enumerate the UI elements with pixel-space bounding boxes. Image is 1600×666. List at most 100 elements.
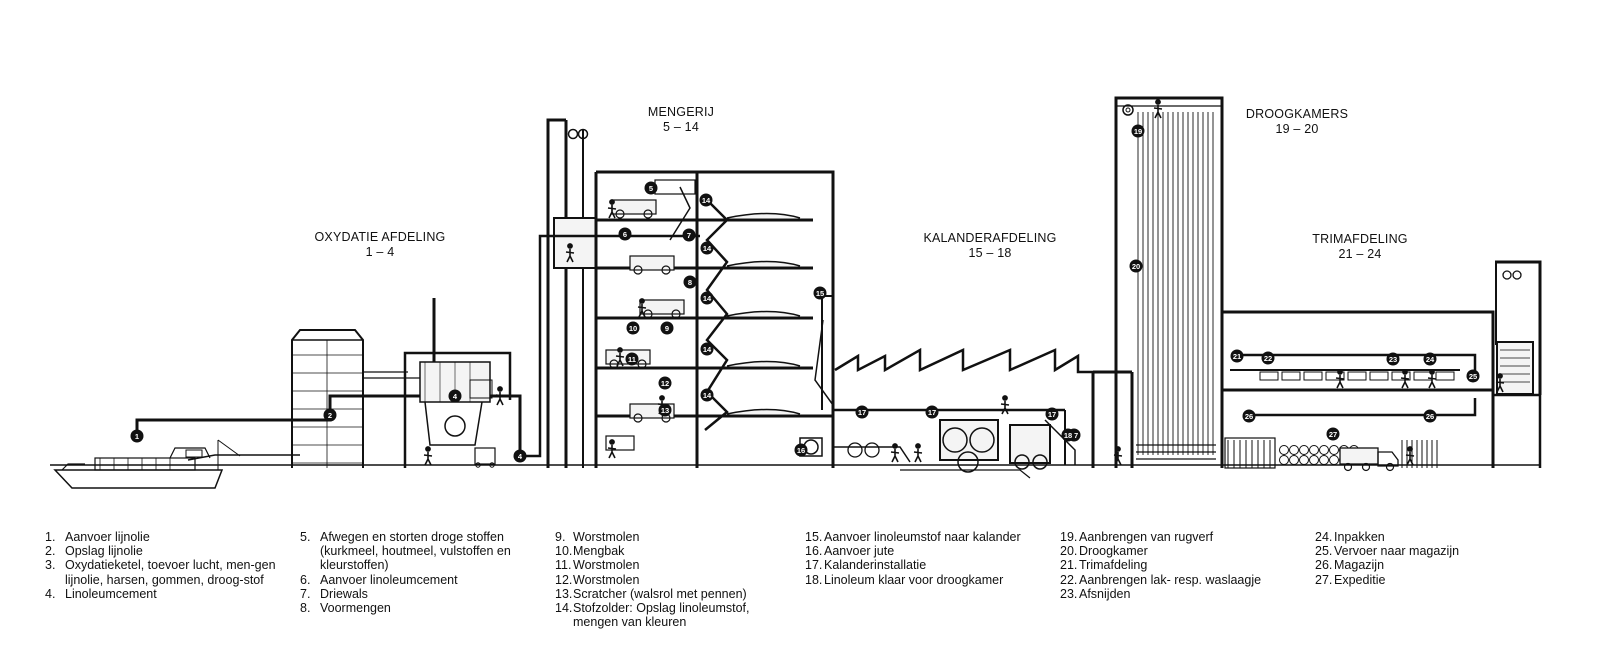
legend-number: 25. — [1315, 544, 1333, 559]
mengerij-outer-wall — [596, 170, 835, 468]
marker-disc — [658, 403, 672, 417]
calander-roll — [969, 427, 995, 453]
marker-disc — [660, 321, 674, 335]
machine — [611, 199, 657, 215]
legend-column-2: 5.Afwegen en storten droge stoffen (kurk… — [300, 530, 535, 615]
marker-disc — [813, 286, 827, 300]
marker-disc — [1242, 409, 1256, 423]
return-rails — [1136, 444, 1216, 460]
factory-cross-section: 1244567891011121314141414141516171717171… — [50, 96, 1542, 489]
legend-number: 7. — [300, 586, 311, 601]
section-name: TRIMAFDELING — [1312, 232, 1408, 246]
step-marker: 14 — [700, 388, 714, 402]
legend-number: 9. — [555, 530, 566, 544]
legend-item: 24.Inpakken — [1315, 530, 1555, 544]
roll — [864, 442, 880, 458]
roll-end — [1329, 445, 1339, 455]
legend-item: 5.Afwegen en storten droge stoffen (kurk… — [300, 530, 535, 573]
legend-number: 11. — [555, 558, 572, 573]
step-marker: 19 — [1131, 124, 1145, 138]
legend-number: 8. — [300, 601, 311, 616]
worker-head — [659, 395, 665, 401]
cart-wheel — [475, 462, 481, 468]
section-name: DROOGKAMERS — [1245, 107, 1349, 121]
legend-text: Linoleumcement — [65, 586, 157, 601]
step-marker: 20 — [1129, 259, 1143, 273]
roller — [637, 359, 647, 369]
section-title-mengerij: MENGERIJ 5 – 14 — [591, 105, 771, 135]
marker-disc — [700, 241, 714, 255]
legend-number: 22. — [1060, 572, 1078, 587]
marker-disc — [323, 408, 337, 422]
legend-item: 8.Voormengen — [300, 601, 535, 615]
lorry-cab — [1377, 451, 1399, 467]
press-wheel — [1032, 454, 1048, 470]
marker-number: 14 — [703, 294, 712, 303]
legend-item: 27.Expeditie — [1315, 573, 1555, 587]
roll-end — [1309, 455, 1319, 465]
worker — [1000, 401, 1010, 415]
worker — [1427, 375, 1437, 389]
marker-number: 22 — [1264, 354, 1272, 363]
marker-disc — [618, 227, 632, 241]
hopper-bin — [654, 179, 696, 195]
legend-text: Aanbrengen lak- resp. waslaagje — [1079, 572, 1262, 587]
step-marker: 15 — [813, 286, 827, 300]
calander-roll — [957, 451, 979, 473]
marker-disc — [1466, 369, 1480, 383]
legend-text: Worstmolen — [573, 558, 640, 573]
section-range: 15 – 18 — [968, 246, 1012, 260]
powder-pile — [726, 212, 801, 219]
legend-text: Worstmolen — [573, 572, 640, 587]
legend-item: 3.Oxydatieketel, toevoer lucht, men-gen … — [45, 558, 280, 586]
marker-disc — [513, 449, 527, 463]
legend-text: Inpakken — [1334, 530, 1385, 544]
expedition-tower — [1495, 260, 1542, 395]
marker-disc — [700, 388, 714, 402]
worker-head — [617, 347, 623, 353]
legend-item: 4. Linoleumcement — [45, 587, 280, 601]
sawtooth-roof — [834, 347, 1093, 374]
legend-text: Aanvoer lijnolie — [65, 530, 150, 544]
step-marker: 21 — [1230, 349, 1244, 363]
worker-head — [1429, 369, 1435, 375]
machine — [629, 255, 675, 271]
marker-number: 17 — [928, 408, 936, 417]
calander-roll — [942, 427, 968, 453]
marker-disc — [1261, 351, 1275, 365]
jute-path — [833, 446, 911, 463]
ship-bridge — [169, 447, 211, 459]
legend-item: 1.Aanvoer lijnolie — [45, 530, 280, 544]
legend-item: 21.Trimafdeling — [1060, 558, 1290, 572]
worker — [1405, 452, 1415, 466]
marker-number: 23 — [1389, 355, 1397, 364]
marker-number: 25 — [1469, 372, 1477, 381]
store-pipe — [1248, 398, 1477, 417]
legend-item: 12.Worstmolen — [555, 573, 775, 587]
step-marker: 14 — [700, 241, 714, 255]
marker-number: 6 — [623, 230, 627, 239]
marker-disc — [700, 342, 714, 356]
feed-chute — [669, 186, 691, 241]
powder-pile — [726, 310, 801, 317]
powder-pile — [726, 408, 801, 415]
powder-pile — [726, 260, 801, 267]
worker-head — [1337, 369, 1343, 375]
worker — [565, 249, 575, 263]
legend-number: 6. — [300, 572, 311, 587]
marker-number: 26 — [1426, 412, 1434, 421]
legend-number: 10. — [555, 544, 573, 559]
roll-end — [1289, 445, 1299, 455]
step-marker: 1 — [130, 429, 144, 443]
lorry-wheel — [1343, 462, 1353, 472]
marker-number: 5 — [649, 184, 653, 193]
step-marker: 14 — [699, 193, 713, 207]
rug-roll — [1303, 371, 1323, 381]
worker-head — [609, 199, 615, 205]
worker — [1495, 379, 1505, 393]
cart-wheel — [489, 462, 495, 468]
marker-number: 12 — [661, 379, 669, 388]
pulley — [1512, 270, 1522, 280]
section-title-droogkamers: DROOGKAMERS 19 – 20 — [1207, 107, 1387, 137]
step-marker: 11 — [625, 352, 639, 366]
